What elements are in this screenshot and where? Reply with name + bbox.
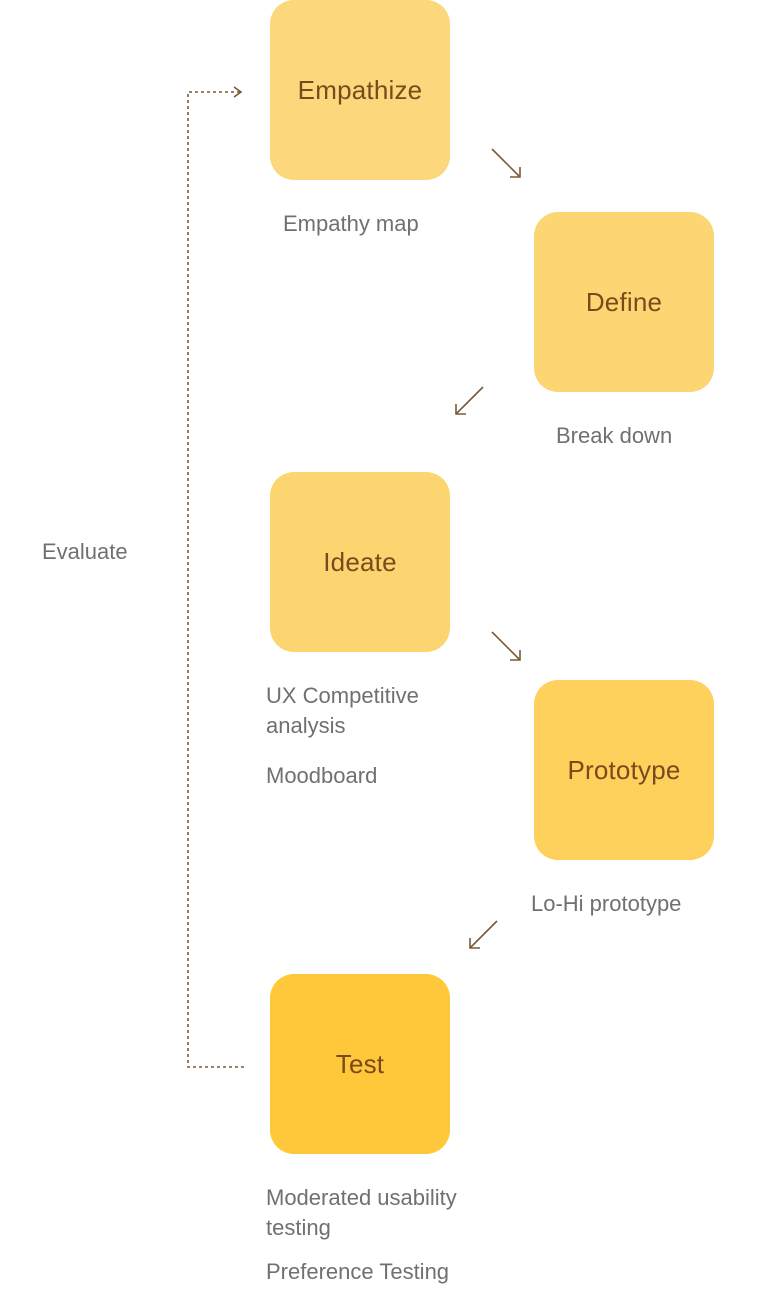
stage-prototype: Prototype: [534, 680, 714, 860]
stage-empathize: Empathize: [270, 0, 450, 180]
ideate-notes: UX Competitive analysis Moodboard: [266, 681, 466, 791]
stage-define: Define: [534, 212, 714, 392]
arrow-empathize-to-define: [491, 148, 521, 178]
stage-define-label: Define: [585, 286, 663, 317]
ideate-note-ux-competitive: UX Competitive analysis: [266, 683, 419, 738]
arrow-define-to-ideate: [455, 386, 484, 415]
stage-empathize-label: Empathize: [297, 74, 423, 105]
arrow-prototype-to-test: [469, 920, 498, 949]
stage-prototype-label: Prototype: [567, 754, 681, 785]
evaluate-loop-connector: [187, 86, 244, 1068]
test-note-preference: Preference Testing: [266, 1259, 450, 1284]
stage-ideate-label: Ideate: [323, 546, 397, 577]
stage-test-label: Test: [335, 1048, 385, 1079]
test-notes: Moderated usability testing Preference T…: [266, 1183, 466, 1287]
stage-ideate: Ideate: [270, 472, 450, 652]
define-note: Break down: [556, 423, 673, 448]
prototype-note: Lo-Hi prototype: [531, 891, 682, 916]
empathize-note: Empathy map: [283, 211, 419, 236]
ideate-note-moodboard: Moodboard: [266, 763, 378, 788]
arrow-ideate-to-prototype: [491, 631, 521, 661]
stage-test: Test: [270, 974, 450, 1154]
test-note-moderated: Moderated usability testing: [266, 1185, 457, 1240]
evaluate-label: Evaluate: [42, 539, 128, 564]
